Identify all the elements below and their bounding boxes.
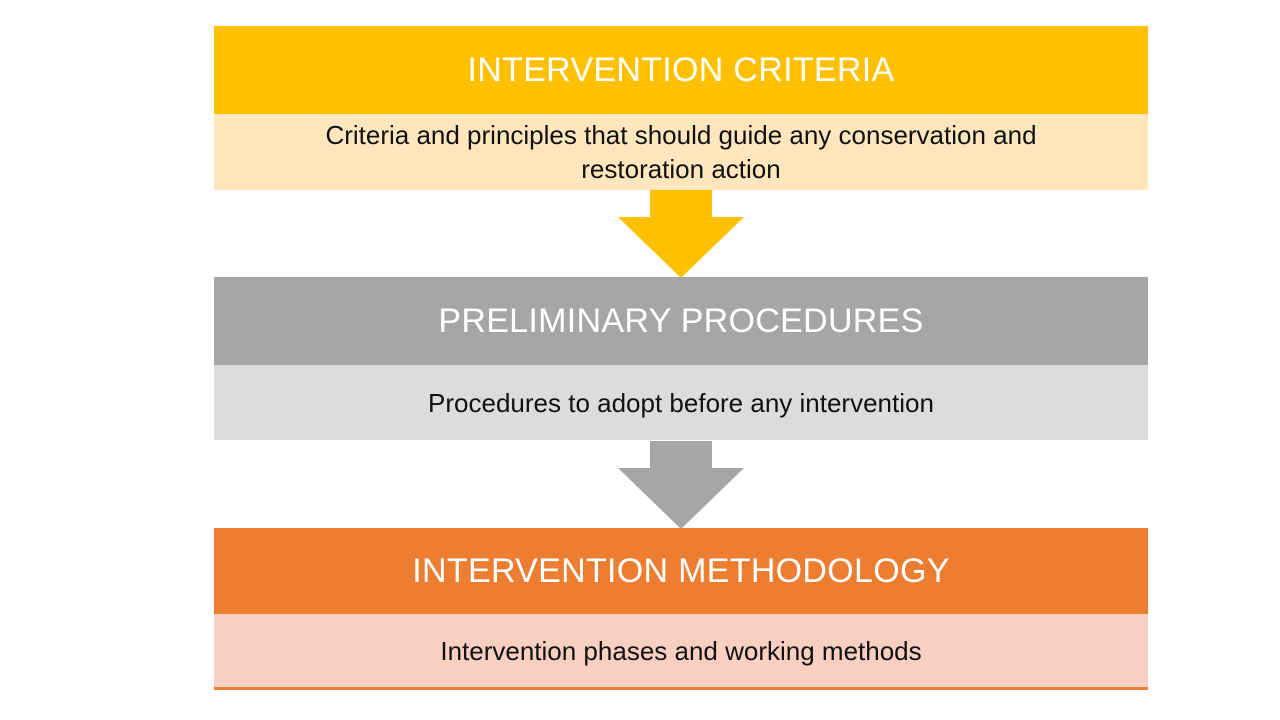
step-title: INTERVENTION METHODOLOGY: [214, 528, 1148, 614]
step-title: PRELIMINARY PROCEDURES: [214, 277, 1148, 365]
step-title: INTERVENTION CRITERIA: [214, 26, 1148, 114]
arrow-down-icon: [618, 441, 744, 529]
step-intervention-methodology: INTERVENTION METHODOLOGY Intervention ph…: [214, 528, 1148, 690]
arrow-down-icon: [618, 190, 744, 278]
step-intervention-criteria: INTERVENTION CRITERIA Criteria and princ…: [214, 26, 1148, 190]
step-description: Criteria and principles that should guid…: [214, 114, 1148, 190]
step-preliminary-procedures: PRELIMINARY PROCEDURES Procedures to ado…: [214, 277, 1148, 440]
step-description: Procedures to adopt before any intervent…: [214, 365, 1148, 440]
step-description: Intervention phases and working methods: [214, 614, 1148, 690]
